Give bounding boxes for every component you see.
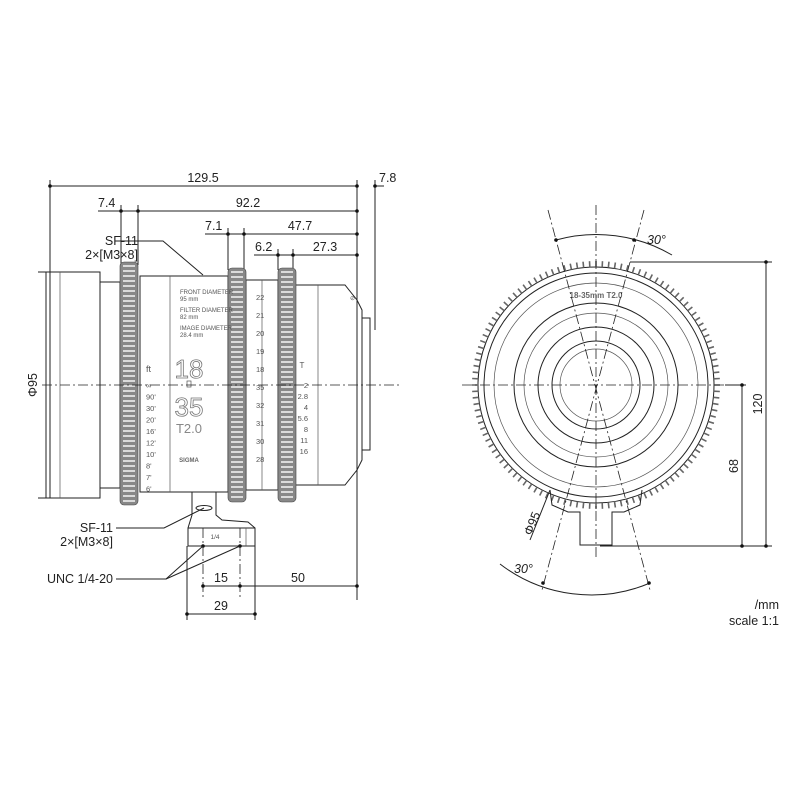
callout-bottom-screw: SF-11	[80, 521, 113, 535]
scale-mark: 21	[256, 311, 264, 320]
angle-top: 30°	[647, 233, 666, 247]
front-view: 18-35mm T2.0 30° 30° Φ95 120 68	[462, 205, 772, 596]
scale-mark: 10'	[146, 450, 156, 459]
svg-text:⊘: ⊘	[350, 296, 355, 302]
scale-mark: 8'	[146, 462, 152, 471]
scale-mark: 20'	[146, 416, 156, 425]
callout-bottom-screw-spec: 2×[M3×8]	[60, 535, 113, 549]
scale-mark: ∞	[146, 381, 151, 390]
focal-max: 35	[175, 392, 204, 422]
scale-mark: 16'	[146, 427, 156, 436]
scale-mark: 12'	[146, 439, 156, 448]
scale-mark: 22	[256, 293, 264, 302]
scale-mark: 7'	[146, 473, 152, 482]
scale-mark: 2.8	[298, 392, 308, 401]
iris-unit: T	[300, 361, 305, 370]
top-dimensions: 129.5 7.8 7.4 92.2 7.1 47.7 6.2 27.3	[48, 171, 396, 330]
scale-label: scale 1:1	[729, 614, 779, 628]
dim-zoom-ring-width: 7.1	[205, 219, 222, 233]
angle-bottom: 30°	[514, 562, 533, 576]
dim-overall-length: 129.5	[187, 171, 218, 185]
focus-unit: ft	[146, 364, 152, 374]
dim-rear: 7.8	[379, 171, 396, 185]
scale-mark: 32	[256, 401, 264, 410]
scale-mark: 19	[256, 347, 264, 356]
dim-axis-height: 68	[727, 459, 741, 473]
scale-mark: 35	[256, 383, 264, 392]
svg-text:82 mm: 82 mm	[180, 315, 198, 321]
svg-text:IMAGE DIAMETER: IMAGE DIAMETER	[180, 326, 233, 332]
dim-foot-width: 29	[214, 599, 228, 613]
tstop-marking: T2.0	[176, 421, 202, 436]
dim-front-diameter: Φ95	[26, 373, 40, 397]
dim-support-to-mount: 50	[291, 571, 305, 585]
focus-gear-ring[interactable]	[119, 261, 139, 506]
dim-iris-ring-to-mount: 27.3	[313, 240, 337, 254]
scale-mark: 28	[256, 455, 264, 464]
dim-iris-ring-width: 6.2	[255, 240, 272, 254]
side-view: 129.5 7.8 7.4 92.2 7.1 47.7 6.2 27.3 Φ95	[26, 171, 402, 620]
svg-text:28.4 mm: 28.4 mm	[180, 333, 203, 339]
dim-focus-ring-width: 7.4	[98, 196, 115, 210]
scale-mark: 8	[304, 425, 308, 434]
brand-logo: SIGMA	[179, 458, 199, 464]
svg-text:FILTER DIAMETER: FILTER DIAMETER	[180, 308, 234, 314]
unit-label: /mm	[755, 598, 779, 612]
scale-mark: 31	[256, 419, 264, 428]
scale-mark: 5.6	[298, 414, 308, 423]
scale-mark: 4	[304, 403, 308, 412]
scale-mark: 30	[256, 437, 264, 446]
svg-text:95 mm: 95 mm	[180, 297, 198, 303]
scale-mark: 11	[300, 436, 308, 445]
svg-text:FRONT DIAMETER: FRONT DIAMETER	[180, 290, 234, 296]
callout-top-screw-spec: 2×[M3×8]	[85, 248, 138, 262]
dim-focus-ring-to-mount: 92.2	[236, 196, 260, 210]
scale-mark: 20	[256, 329, 264, 338]
scale-mark: 2	[304, 381, 308, 390]
dim-thread-spacing: 15	[214, 571, 228, 585]
callout-thread: UNC 1/4-20	[47, 572, 113, 586]
scale-mark: 90'	[146, 393, 156, 402]
scale-mark: 16	[300, 447, 308, 456]
scale-mark: 18	[256, 365, 264, 374]
dim-zoom-ring-to-mount: 47.7	[288, 219, 312, 233]
scale-mark: 6'	[146, 485, 152, 494]
lens-markings: FRONT DIAMETER 95 mm FILTER DIAMETER 82 …	[146, 290, 308, 494]
dim-front-diameter-view: Φ95	[521, 510, 543, 537]
scale-mark: 30'	[146, 404, 156, 413]
focal-min: 18	[175, 354, 204, 384]
foot-mark: 1/4	[210, 534, 219, 541]
dim-height: 120	[751, 394, 765, 415]
